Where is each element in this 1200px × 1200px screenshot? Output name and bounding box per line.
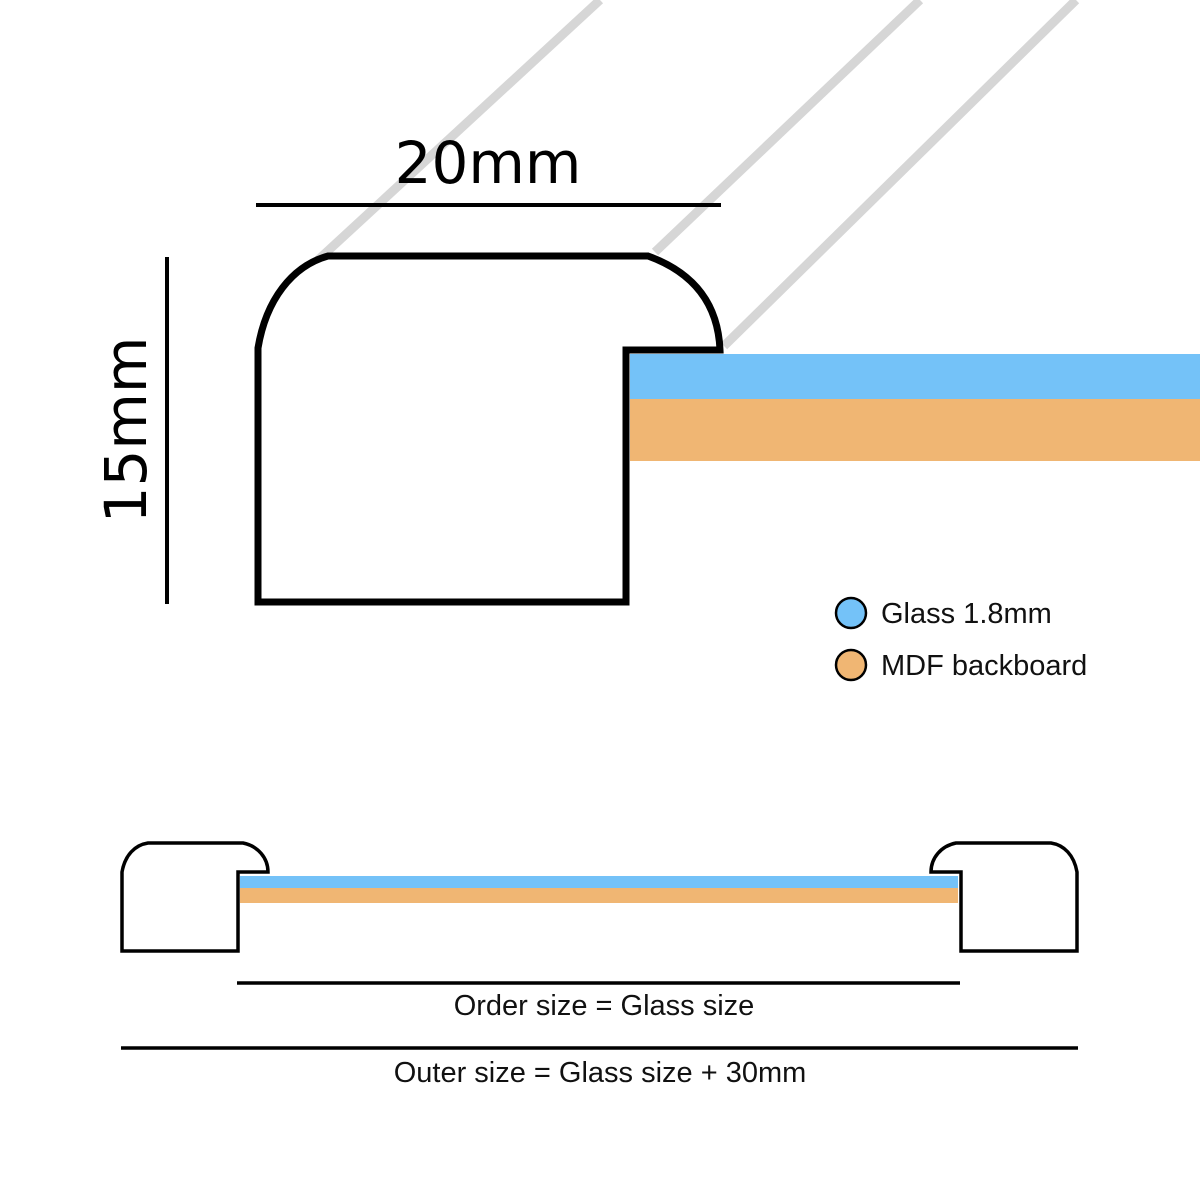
mdf-legend-label: MDF backboard — [881, 650, 1087, 682]
order-size-caption: Order size = Glass size — [454, 990, 755, 1022]
mdf-legend-swatch — [834, 648, 868, 682]
guide-line — [720, 0, 1080, 350]
full-frame-section — [120, 841, 1079, 953]
glass-legend-label: Glass 1.8mm — [881, 598, 1052, 630]
right-frame-profile — [929, 841, 1079, 953]
guide-line — [314, 0, 604, 264]
glass-legend-swatch — [834, 596, 868, 630]
glass-layer — [630, 354, 1200, 399]
height-label: 15mm — [92, 337, 160, 524]
width-label: 20mm — [395, 129, 582, 197]
legend: Glass 1.8mm MDF backboard — [834, 596, 1087, 682]
frame-profile — [254, 252, 724, 606]
perspective-guide-lines — [314, 0, 1080, 350]
guide-line — [651, 0, 924, 256]
glass-layer-small — [240, 876, 958, 888]
mdf-layer-small — [240, 888, 958, 903]
left-frame-profile — [120, 841, 270, 953]
outer-size-caption: Outer size = Glass size + 30mm — [394, 1057, 807, 1089]
mdf-layer — [630, 399, 1200, 461]
